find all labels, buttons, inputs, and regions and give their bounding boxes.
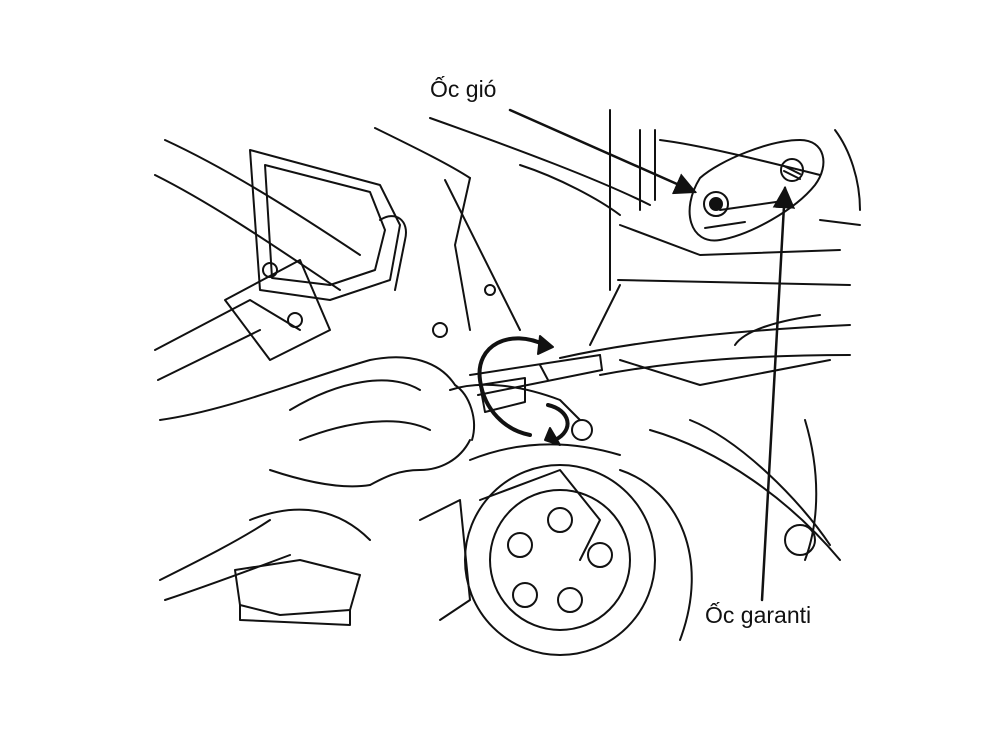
air-screw-label: Ốc gió bbox=[430, 76, 497, 102]
air-screw-icon bbox=[703, 191, 729, 217]
air-screw-leader bbox=[508, 108, 698, 195]
idle-screw-leader bbox=[760, 185, 796, 602]
idle-screw-label: Ốc garanti bbox=[705, 602, 812, 628]
screwdriver bbox=[469, 354, 603, 413]
frame-lines bbox=[154, 109, 861, 561]
screw-plate-inset bbox=[619, 129, 841, 256]
rotation-arrow bbox=[477, 335, 570, 446]
idle-screw-icon bbox=[780, 158, 804, 182]
lower-housing bbox=[234, 508, 371, 626]
flywheel bbox=[464, 464, 693, 656]
hand bbox=[159, 356, 476, 601]
footpeg-bracket bbox=[224, 149, 407, 361]
